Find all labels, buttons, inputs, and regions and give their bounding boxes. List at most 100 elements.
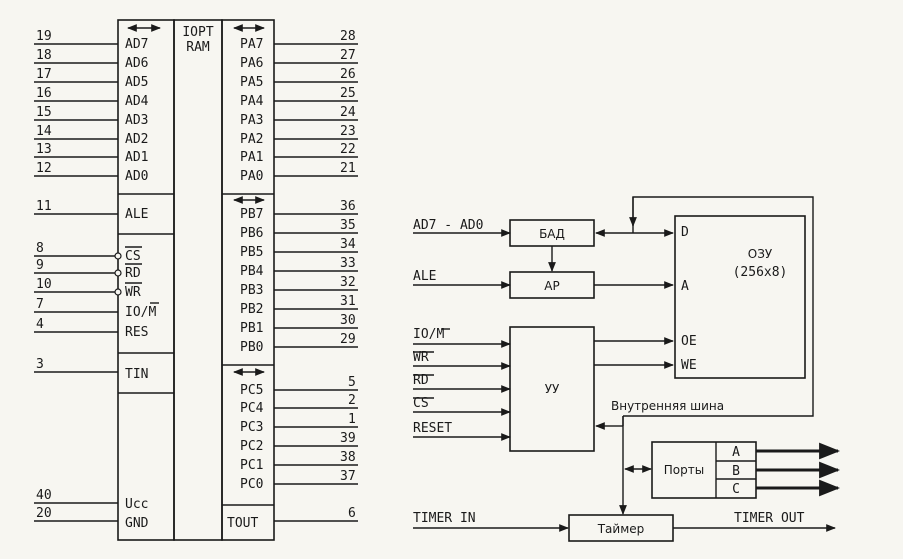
left-pin-io-m: 7 IO/M xyxy=(34,297,159,320)
right-pin-pc4: PC4 2 xyxy=(240,393,358,416)
svg-text:PB6: PB6 xyxy=(240,226,263,241)
svg-text:13: 13 xyxy=(36,142,52,157)
svg-text:PC4: PC4 xyxy=(240,401,264,416)
svg-text:27: 27 xyxy=(340,48,356,63)
svg-text:1: 1 xyxy=(348,412,356,427)
svg-text:AD7: AD7 xyxy=(125,37,148,52)
svg-text:AD4: AD4 xyxy=(125,94,149,109)
svg-text:PB4: PB4 xyxy=(240,264,264,279)
svg-text:10: 10 xyxy=(36,277,52,292)
left-pin-ad2: 14 AD2 xyxy=(34,124,148,147)
ram-label-2: (256x8) xyxy=(733,265,788,280)
svg-text:PA5: PA5 xyxy=(240,75,263,90)
svg-text:2: 2 xyxy=(348,393,356,408)
right-pin-pb3: PB3 32 xyxy=(240,275,358,298)
svg-text:PC3: PC3 xyxy=(240,420,263,435)
svg-text:36: 36 xyxy=(340,199,356,214)
svg-text:19: 19 xyxy=(36,29,52,44)
svg-text:4: 4 xyxy=(36,317,44,332)
internal-bus-label: Внутренняя шина xyxy=(611,399,724,413)
svg-text:TOUT: TOUT xyxy=(227,516,258,531)
left-pin-ad7: 19 AD7 xyxy=(34,29,148,52)
svg-text:PB1: PB1 xyxy=(240,321,263,336)
input-ad-bus: AD7 - AD0 xyxy=(413,218,483,233)
bad-label: БАД xyxy=(539,227,565,241)
svg-text:40: 40 xyxy=(36,488,52,503)
svg-text:23: 23 xyxy=(340,124,356,139)
left-pin-res: 4 RES xyxy=(34,317,148,340)
svg-text:25: 25 xyxy=(340,86,356,101)
left-pin-ad0: 12 AD0 xyxy=(34,161,148,184)
svg-text:22: 22 xyxy=(340,142,356,157)
right-pin-pb7: PB7 36 xyxy=(240,199,358,222)
chip-center-column xyxy=(173,19,223,541)
left-pin-ad4: 16 AD4 xyxy=(34,86,149,109)
left-pin-ad1: 13 AD1 xyxy=(34,142,148,165)
svg-text:15: 15 xyxy=(36,105,52,120)
chip-title-line2: RAM xyxy=(186,40,210,55)
right-pin-pb4: PB4 33 xyxy=(240,256,358,279)
ram-port-oe: OE xyxy=(681,334,697,349)
svg-text:PA1: PA1 xyxy=(240,150,263,165)
svg-text:AD0: AD0 xyxy=(125,169,148,184)
svg-text:PA7: PA7 xyxy=(240,37,263,52)
left-pin-wr: 10 WR xyxy=(34,277,142,300)
svg-text:24: 24 xyxy=(340,105,356,120)
svg-text:32: 32 xyxy=(340,275,356,290)
svg-text:34: 34 xyxy=(340,237,356,252)
svg-text:PC5: PC5 xyxy=(240,383,263,398)
svg-text:39: 39 xyxy=(340,431,356,446)
input-wr: WR xyxy=(413,350,429,365)
timer-in-label: TIMER IN xyxy=(413,511,476,526)
ports-label: Порты xyxy=(664,463,704,477)
svg-text:6: 6 xyxy=(348,506,356,521)
left-pin-tin: 3 TIN xyxy=(34,357,148,382)
svg-text:AD5: AD5 xyxy=(125,75,148,90)
svg-text:PB3: PB3 xyxy=(240,283,263,298)
left-pin-ucc: 40 Ucc xyxy=(34,488,148,512)
ram-port-d: D xyxy=(681,225,689,240)
left-pin-cs: 8 CS xyxy=(34,241,142,264)
ar-label: АР xyxy=(544,279,559,293)
timer-label: Таймер xyxy=(597,522,645,536)
svg-text:38: 38 xyxy=(340,450,356,465)
left-pin-ale: 11 ALE xyxy=(34,199,148,222)
right-pin-pc2: PC2 39 xyxy=(240,431,358,454)
chip-title-line1: ІОРТ xyxy=(182,25,213,40)
svg-text:33: 33 xyxy=(340,256,356,271)
svg-text:PB7: PB7 xyxy=(240,207,263,222)
svg-text:PB0: PB0 xyxy=(240,340,263,355)
svg-text:20: 20 xyxy=(36,506,52,521)
port-b-label: B xyxy=(732,464,740,479)
left-pin-ad6: 18 AD6 xyxy=(34,48,148,71)
svg-text:PC2: PC2 xyxy=(240,439,263,454)
left-pin-ad5: 17 AD5 xyxy=(34,67,148,90)
uu-block xyxy=(509,326,595,452)
svg-text:IO/M: IO/M xyxy=(125,305,156,320)
right-pin-pa7: 28 PA7 28 xyxy=(240,29,358,52)
right-pin-pa1: PA1 22 xyxy=(240,142,358,165)
input-cs: CS xyxy=(413,396,429,411)
input-reset: RESET xyxy=(413,421,452,436)
input-io-m: IO/M xyxy=(413,327,444,342)
svg-text:9: 9 xyxy=(36,258,44,273)
chip-pinout: ІОРТ RAM 19 AD7 18 AD6 17 AD5 xyxy=(34,19,358,541)
svg-text:12: 12 xyxy=(36,161,52,176)
svg-text:28: 28 xyxy=(340,29,356,44)
right-pin-pb2: PB2 31 xyxy=(240,294,358,317)
left-pin-rd: 9 RD xyxy=(34,258,142,281)
ram-label-1: ОЗУ xyxy=(748,247,773,261)
ram-block xyxy=(674,215,806,379)
svg-text:PB2: PB2 xyxy=(240,302,263,317)
svg-text:WR: WR xyxy=(125,285,141,300)
svg-text:31: 31 xyxy=(340,294,356,309)
svg-text:PB5: PB5 xyxy=(240,245,263,260)
ram-port-a: A xyxy=(681,279,689,294)
